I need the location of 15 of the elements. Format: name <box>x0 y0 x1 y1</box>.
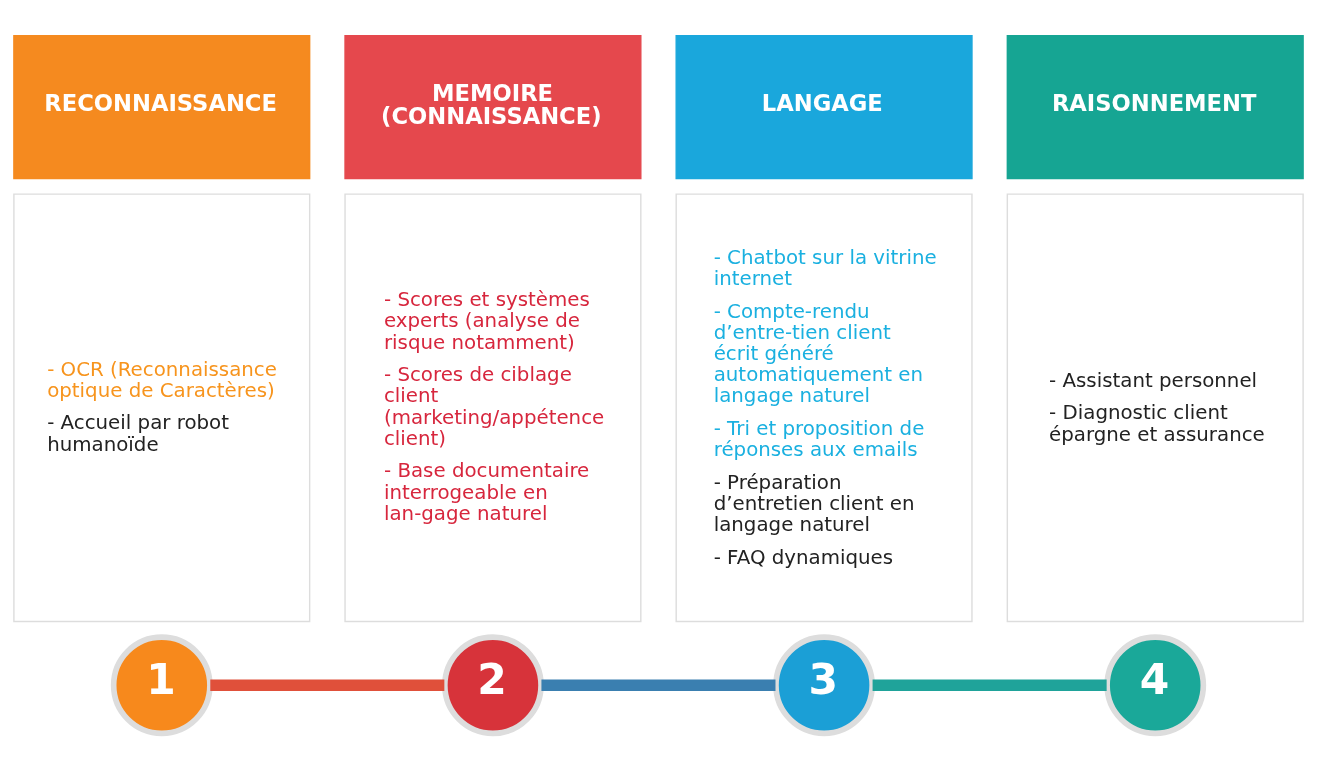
node-box: - Scores et systèmes experts (analyse de risque notamment) - Scores de ciblage client (marketing/appétence client) - Base documentaire interrogeable en lan-gage naturel <box>344 193 642 623</box>
node-circle: 2 <box>442 634 544 737</box>
node-box: RECONNAISSANCE <box>13 34 311 180</box>
node-circle: 1 <box>110 634 213 737</box>
node-box: - Assistant personnel - Diagnostic client épargne et assurance <box>1006 193 1304 623</box>
node-box: RAISONNEMENT <box>1006 34 1304 180</box>
connector <box>872 679 1107 691</box>
node-box: MEMOIRE (CONNAISSANCE) <box>344 34 642 180</box>
connector <box>541 679 776 691</box>
node-box: - OCR (Reconnaissance optique de Caractères) - Accueil par robot humanoïde <box>13 193 311 623</box>
node-box: LANGAGE <box>675 34 973 180</box>
connector <box>210 679 445 691</box>
node-circle: 3 <box>773 634 876 737</box>
node-box: - Chatbot sur la vitrine internet - Compte-rendu d’entre-tien client écrit généré automatiquement en langage naturel - Tri et proposition de réponses aux emails - Préparation d’entretien client en langage naturel - FAQ dynamiques <box>675 193 973 623</box>
node-circle: 4 <box>1104 634 1207 737</box>
